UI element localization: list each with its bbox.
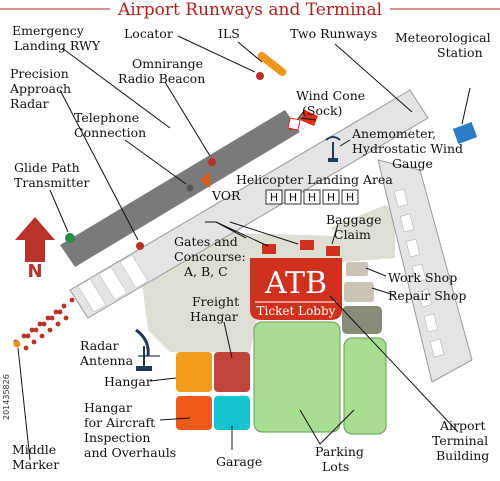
label-hangar: Hangar (104, 374, 152, 389)
label-omnirange-1: Omnirange (132, 56, 203, 71)
leader-lines (17, 35, 471, 461)
atb-label: ATB (264, 266, 327, 301)
label-ils: ILS (218, 26, 240, 41)
label-gates-1: Gates and (174, 234, 238, 249)
label-wind-cone-2: (Sock) (302, 103, 342, 118)
middle-marker-dot (13, 340, 21, 348)
heli-pad-label: H (327, 191, 335, 204)
glide-path-dot (65, 233, 75, 243)
label-hangar-aircraft-1: Hangar (84, 400, 132, 415)
runway-threshold-mark (77, 278, 107, 313)
label-emergency-rwy-2: Landing RWY (14, 38, 101, 53)
label-terminal-1: Airport (439, 418, 486, 433)
label-gates-2: Concourse: (174, 249, 246, 264)
label-terminal-2: Terminal (432, 433, 488, 448)
radar-antenna-icon (135, 328, 152, 371)
label-telephone-2: Connection (74, 125, 146, 140)
emergency-runway (60, 110, 300, 267)
label-precision-radar-2: Approach (9, 81, 71, 96)
freight-hangar (214, 352, 250, 392)
label-hangar-aircraft-3: Inspection (84, 430, 150, 445)
runway-threshold-mark (98, 266, 128, 301)
label-parking-1: Parking (315, 444, 364, 459)
label-wind-cone-1: Wind Cone (296, 88, 365, 103)
repairshop-building (344, 282, 374, 302)
label-helicopter: Helicopter Landing Area (236, 172, 393, 187)
parking-lot-west (253, 321, 341, 433)
ticket-lobby-label: Ticket Lobby (257, 304, 336, 318)
label-freight-1: Freight (192, 294, 239, 309)
repairshop-dark-building (342, 306, 382, 334)
image-credit-id: 201435826 (2, 374, 11, 420)
runway-markings (393, 188, 445, 358)
met-station-icon (452, 122, 478, 144)
label-met-station-2: Station (437, 45, 483, 60)
label-emergency-rwy-1: Emergency (12, 23, 85, 38)
omnirange-dot (208, 158, 216, 166)
label-baggage-1: Baggage (326, 212, 382, 227)
map-title: Airport Runways and Terminal (117, 0, 382, 20)
parking-lot-east (343, 337, 387, 435)
hangar-aircraft-inspection (176, 396, 212, 430)
helicopter-pads: H H H H H (265, 189, 359, 205)
precision-radar-dot (136, 242, 144, 250)
label-glide-path-1: Glide Path (14, 160, 80, 175)
hangar-orange (176, 352, 212, 392)
label-precision-radar-3: Radar (10, 96, 49, 111)
label-middle-marker-1: Middle (12, 442, 56, 457)
wind-cone-icon (300, 110, 318, 126)
label-parking-2: Lots (322, 459, 349, 474)
label-hangar-aircraft-2: for Aircraft (84, 415, 155, 430)
apron (140, 232, 342, 352)
label-middle-marker-2: Marker (12, 457, 59, 472)
label-met-station-1: Meteorological (395, 30, 491, 45)
vor-icon (200, 172, 210, 188)
label-two-runways: Two Runways (290, 26, 377, 41)
approach-light-dots (13, 297, 75, 351)
locator-dot (256, 72, 264, 80)
label-omnirange-2: Radio Beacon (118, 71, 205, 86)
main-runway (69, 89, 429, 319)
north-letter: N (27, 261, 42, 282)
label-anemometer-3: Gauge (392, 156, 433, 171)
wind-cone-stripe (287, 117, 301, 131)
runway-threshold-mark (119, 254, 149, 289)
label-anemometer-2: Hydrostatic Wind (352, 141, 463, 156)
label-precision-radar-1: Precision (10, 66, 69, 81)
label-terminal-3: Building (436, 448, 489, 463)
north-arrow-icon (15, 217, 55, 262)
label-telephone-1: Telephone (74, 110, 139, 125)
workshop-building (346, 262, 368, 276)
label-workshop: Work Shop (388, 270, 457, 285)
terminal-building (250, 240, 342, 320)
apron-east (330, 205, 395, 262)
label-radar-antenna-2: Antenna (79, 353, 134, 368)
label-freight-2: Hangar (190, 309, 238, 324)
label-repairshop: Repair Shop (388, 288, 466, 303)
label-radar-antenna-1: Radar (80, 338, 119, 353)
label-gates-3: A, B, C (183, 264, 228, 279)
heli-pad-label: H (270, 191, 278, 204)
label-locator: Locator (124, 26, 173, 41)
heli-pad-label: H (289, 191, 297, 204)
label-anemometer-1: Anemometer, (351, 126, 436, 141)
heli-pad-label: H (308, 191, 316, 204)
label-glide-path-2: Transmitter (14, 175, 90, 190)
anemometer-icon (325, 136, 341, 162)
telephone-dot (186, 184, 194, 192)
label-baggage-2: Claim (334, 227, 371, 242)
ils-icon (257, 51, 287, 77)
label-garage: Garage (216, 454, 262, 469)
label-vor: VOR (211, 188, 241, 203)
garage-building (214, 396, 250, 430)
second-runway (377, 159, 473, 383)
heli-pad-label: H (346, 191, 354, 204)
label-hangar-aircraft-4: and Overhauls (84, 445, 176, 460)
